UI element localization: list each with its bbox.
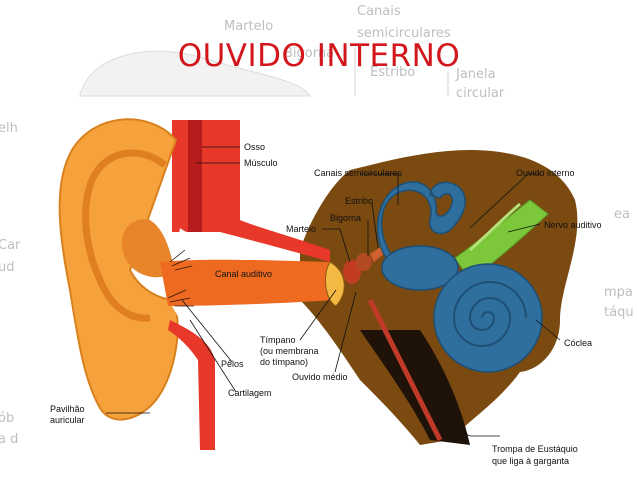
cochlea-spiral: [452, 281, 527, 347]
leader-estribo: [371, 202, 379, 249]
bg-label-left-3: ud: [0, 260, 15, 275]
bg-label-right-2: mpa: [604, 285, 633, 300]
label-timpano-1: Tímpano: [260, 335, 296, 345]
leader-timpano: [299, 289, 337, 341]
label-nervo-auditivo: Nervo auditivo: [544, 220, 602, 230]
label-osso: Osso: [244, 142, 265, 152]
muscle-band: [188, 120, 202, 232]
hair-line: [167, 289, 187, 299]
faded-ossicle-shape: [79, 50, 311, 97]
bg-label-left-1: elh: [0, 121, 18, 136]
leader-canais: [360, 173, 399, 205]
leader-coclea: [535, 319, 561, 341]
inner-ear: [376, 181, 543, 373]
ossicles: [343, 246, 384, 284]
label-timpano-2: (ou membrana: [260, 346, 319, 356]
leader-lines: [106, 146, 561, 437]
bg-label-martelo: Martelo: [224, 19, 273, 34]
bg-label-bigorna: Bigorna: [284, 46, 334, 61]
label-martelo: Martelo: [286, 224, 316, 234]
diagram-labels: Osso Músculo Canais semicirculares Ouvid…: [50, 142, 602, 466]
nerve-highlight: [468, 202, 521, 252]
hair-line: [174, 265, 193, 271]
label-timpano-3: do tímpano): [260, 357, 308, 367]
bg-label-right-3: táqu: [604, 305, 634, 320]
label-canal-auditivo: Canal auditivo: [215, 269, 272, 279]
bg-label-canais: Canais: [357, 4, 401, 19]
eardrum: [324, 261, 345, 307]
leader-pelos: [181, 299, 233, 363]
label-ouvido-medio: Ouvido médio: [292, 372, 348, 382]
bg-label-semicirculares: semicirculares: [357, 26, 451, 41]
hair-line: [169, 297, 191, 303]
bone-cartilage-upper: [178, 228, 226, 252]
label-trompa-2: que liga à garganta: [492, 456, 569, 466]
leader-ouvido-medio: [334, 291, 357, 373]
label-musculo: Músculo: [244, 158, 278, 168]
label-trompa-1: Trompa de Eustáquio: [492, 444, 578, 454]
bg-label-left-4: ób: [0, 411, 14, 426]
malleus: [343, 260, 361, 284]
label-cartilagem: Cartilagem: [228, 388, 272, 398]
bg-label-left-2: Car: [0, 238, 21, 253]
vestibule: [381, 245, 459, 291]
bg-label-left-5: a d: [0, 432, 18, 447]
label-canais-semicirculares: Canais semicirculares: [314, 168, 403, 178]
label-bigorna: Bigorna: [330, 213, 361, 223]
label-estribo: Estribo: [345, 196, 373, 206]
canal-hairs: [167, 249, 194, 307]
eustachian-tube: [367, 298, 443, 442]
stapes: [370, 246, 384, 262]
ear-inner-fold: [82, 149, 168, 322]
leader-nervo: [507, 223, 541, 233]
leader-martelo: [322, 228, 351, 263]
label-pavilhao-1: Pavilhão: [50, 404, 85, 414]
label-ouvido-interno: Ouvido interno: [516, 168, 575, 178]
incus: [356, 253, 372, 271]
bg-label-circular: circular: [456, 86, 505, 101]
bg-label-estribo: Estribo: [370, 65, 415, 80]
skull-bone: [172, 120, 330, 262]
bg-label-right-1: ea: [614, 207, 630, 222]
semicircular-canals: [376, 181, 466, 270]
leader-cartilagem: [189, 319, 237, 393]
slide-title: OUVIDO INTERNO: [177, 38, 461, 74]
leader-trompa: [435, 419, 500, 437]
leader-ouvido-interno: [469, 173, 540, 229]
label-pavilhao-2: auricular: [50, 415, 85, 425]
label-pelos: Pêlos: [221, 359, 244, 369]
hair-line: [171, 257, 191, 267]
bg-label-janela: Janela: [455, 67, 496, 82]
auditory-canal: [160, 259, 336, 306]
lower-tissue: [168, 320, 215, 450]
faded-background-image: Martelo Canais semicirculares Bigorna Es…: [0, 4, 634, 447]
hair-line: [169, 249, 186, 263]
label-coclea: Cóclea: [564, 338, 592, 348]
